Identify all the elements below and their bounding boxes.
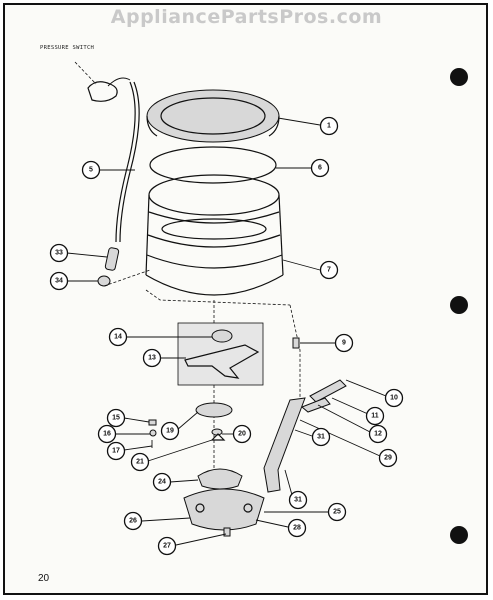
callout-11: 11	[365, 406, 385, 426]
svg-text:31: 31	[317, 434, 325, 441]
callout-31-upper: 31	[311, 427, 331, 447]
callout-16: 16	[97, 424, 117, 444]
callout-33: 33	[49, 243, 69, 263]
page-number: 20	[38, 573, 50, 584]
callout-24: 24	[152, 472, 172, 492]
svg-text:21: 21	[136, 459, 144, 466]
callout-17: 17	[106, 441, 126, 461]
svg-text:5: 5	[89, 167, 93, 174]
tub-gasket-part	[149, 146, 277, 184]
callout-6: 6	[310, 158, 330, 178]
svg-text:16: 16	[103, 431, 111, 438]
svg-text:15: 15	[112, 415, 120, 422]
svg-text:10: 10	[390, 395, 398, 402]
svg-text:6: 6	[318, 165, 322, 172]
callout-34: 34	[49, 271, 69, 291]
svg-text:17: 17	[112, 448, 120, 455]
svg-text:12: 12	[374, 431, 382, 438]
tub-ring-part	[146, 89, 280, 143]
watermark: AppliancePartsPros.com	[110, 6, 383, 28]
svg-text:25: 25	[333, 509, 341, 516]
callout-5: 5	[81, 160, 101, 180]
bracket-parts	[301, 379, 347, 413]
callout-28: 28	[287, 518, 307, 538]
drive-pulley-part	[195, 402, 233, 441]
mounting-plate-part	[177, 322, 264, 386]
callout-19: 19	[160, 421, 180, 441]
callout-1: 1	[319, 116, 339, 136]
outer-tub-part	[145, 174, 284, 296]
callout-15: 15	[106, 408, 126, 428]
callout-29: 29	[378, 448, 398, 468]
callout-13: 13	[142, 348, 162, 368]
callout-7: 7	[319, 260, 339, 280]
svg-text:11: 11	[371, 413, 379, 420]
svg-text:28: 28	[293, 525, 301, 532]
hose-fitting-part	[97, 269, 151, 287]
callout-21: 21	[130, 452, 150, 472]
svg-text:34: 34	[55, 278, 63, 285]
callout-10: 10	[384, 388, 404, 408]
svg-text:33: 33	[55, 250, 63, 257]
svg-text:24: 24	[158, 479, 166, 486]
callout-31-lower: 31	[288, 490, 308, 510]
binder-hole-middle	[450, 296, 468, 314]
small-fastener-parts	[148, 419, 157, 448]
leader-lines	[66, 117, 387, 546]
pump-housing-part	[197, 468, 243, 490]
clip-part	[292, 337, 300, 349]
alignment-line	[289, 304, 301, 400]
svg-text:1: 1	[327, 123, 331, 130]
svg-text:31: 31	[294, 497, 302, 504]
callout-14: 14	[108, 327, 128, 347]
svg-text:14: 14	[114, 334, 122, 341]
pressure-hose-part	[115, 81, 140, 243]
binder-hole-top	[450, 68, 468, 86]
svg-text:29: 29	[384, 455, 392, 462]
callout-27: 27	[157, 536, 177, 556]
svg-text:19: 19	[166, 428, 174, 435]
callout-26: 26	[123, 511, 143, 531]
callout-9: 9	[334, 333, 354, 353]
callout-25: 25	[327, 502, 347, 522]
svg-text:26: 26	[129, 518, 137, 525]
air-dome-part	[104, 247, 120, 271]
svg-text:20: 20	[238, 431, 246, 438]
svg-text:27: 27	[163, 543, 171, 550]
callout-12: 12	[368, 424, 388, 444]
binder-hole-bottom	[450, 526, 468, 544]
svg-text:13: 13	[148, 355, 156, 362]
pressure-switch-label: PRESSURE SWITCH	[40, 45, 95, 51]
alignment-line	[145, 289, 291, 306]
pressure-switch-part	[74, 61, 131, 102]
callout-20: 20	[232, 424, 252, 444]
svg-text:9: 9	[342, 340, 346, 347]
svg-text:7: 7	[327, 267, 331, 274]
base-plate-part	[183, 488, 265, 537]
leg-bracket-part	[263, 397, 306, 493]
